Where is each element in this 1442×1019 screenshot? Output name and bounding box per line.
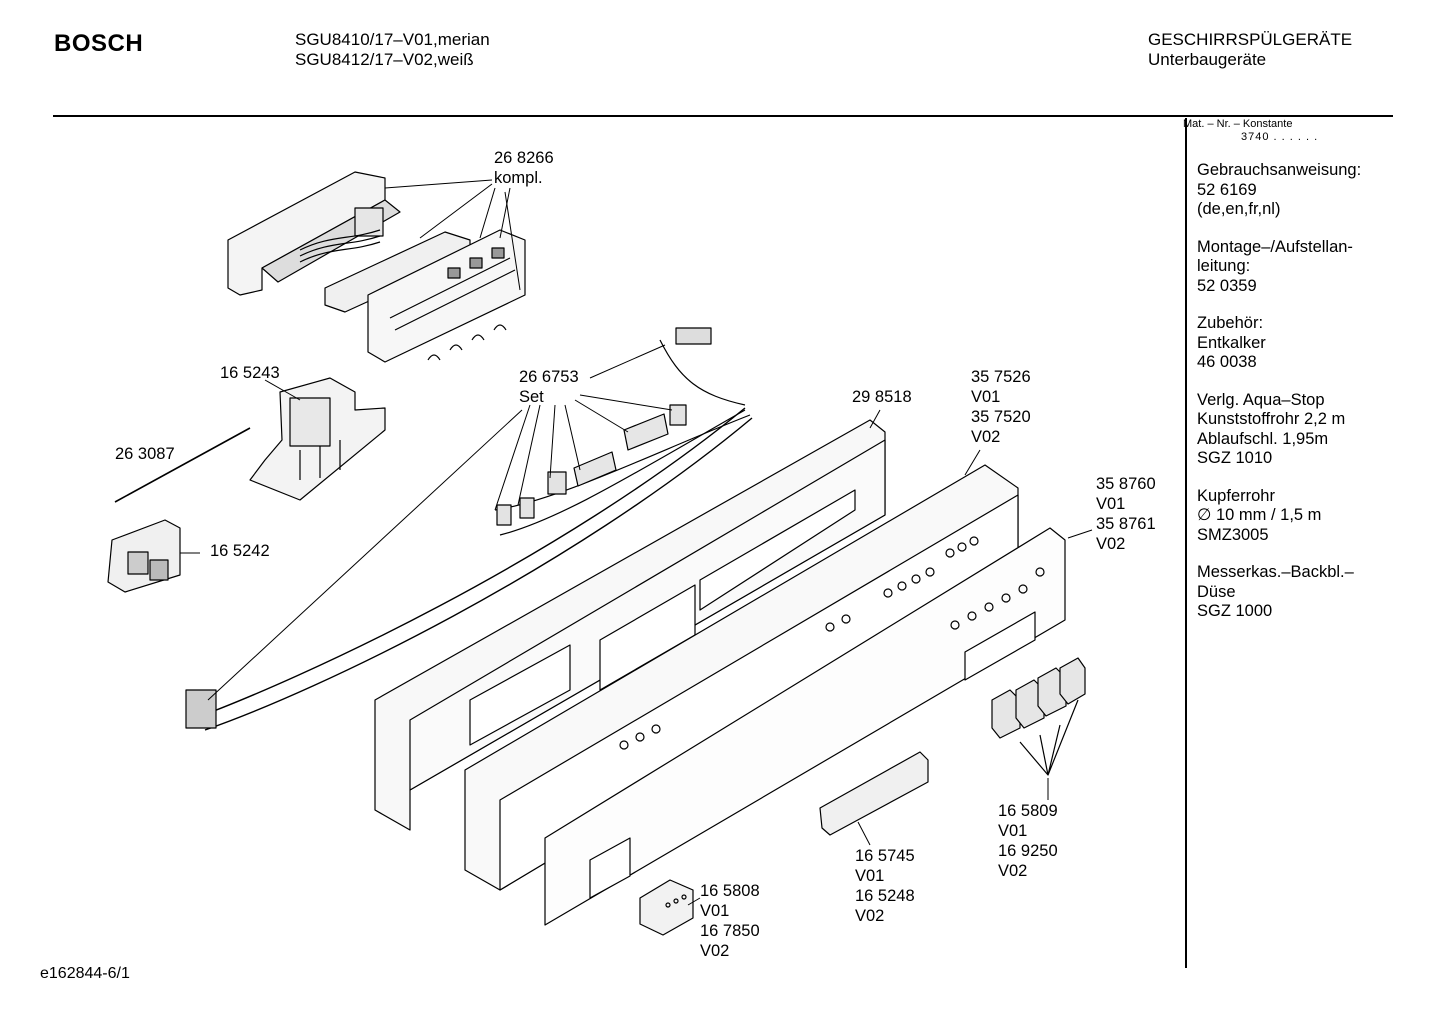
sidebar-block-copper: Kupferrohr ∅ 10 mm / 1,5 m SMZ3005	[1197, 487, 1392, 546]
part-number: 16 5242	[210, 542, 270, 560]
part-label-165809: 16 5809 V01 16 9250 V02	[998, 801, 1058, 881]
part-variant: V01	[971, 388, 1001, 406]
part-label-165242: 16 5242	[210, 541, 270, 561]
part-number: 16 5243	[220, 364, 280, 382]
sidebar-block-manual: Gebrauchsanweisung: 52 6169 (de,en,fr,nl…	[1197, 161, 1392, 220]
part-number: 16 5248	[855, 887, 915, 905]
model-line: SGU8410/17–V01,merian	[295, 30, 490, 49]
sidebar: Mat. – Nr. – Konstante 3740 . . . . . . …	[1183, 118, 1392, 640]
part-label-298518: 29 8518	[852, 387, 912, 407]
sidebar-line: (de,en,fr,nl)	[1197, 200, 1281, 218]
strip-drawing	[819, 751, 929, 836]
brand-logo: BOSCH	[54, 30, 144, 57]
sidebar-line: 46 0038	[1197, 353, 1257, 371]
sidebar-line: ∅ 10 mm / 1,5 m	[1197, 506, 1322, 524]
sidebar-line: Düse	[1197, 582, 1236, 601]
sidebar-line: Messerkas.–Backbl.–	[1197, 563, 1354, 581]
part-number: 35 8761	[1096, 515, 1156, 533]
sidebar-line: Verlg. Aqua–Stop	[1197, 390, 1325, 409]
part-number: 16 7850	[700, 922, 760, 940]
part-label-263087: 26 3087	[115, 444, 175, 464]
part-number: 26 3087	[115, 445, 175, 463]
sidebar-line: Montage–/Aufstellan-	[1197, 237, 1353, 256]
part-note: Set	[519, 388, 544, 406]
sidebar-line: SGZ 1000	[1197, 602, 1273, 620]
part-number: 16 5745	[855, 847, 915, 865]
part-variant: V01	[998, 822, 1028, 840]
cable-harness-drawing	[185, 327, 753, 731]
buttons-drawing	[991, 657, 1086, 776]
sidebar-block-accessory: Zubehör: Entkalker 46 0038	[1197, 314, 1392, 373]
part-label-358760: 35 8760 V01 35 8761 V02	[1096, 474, 1156, 554]
sidebar-block-aquastop: Verlg. Aqua–Stop Kunststoffrohr 2,2 m Ab…	[1197, 391, 1392, 469]
part-number: 29 8518	[852, 388, 912, 406]
frame-drawing	[374, 419, 886, 831]
part-label-268266: 26 8266 kompl.	[494, 148, 554, 188]
part-variant: V02	[700, 942, 730, 960]
part-variant: V02	[998, 862, 1028, 880]
part-label-357526: 35 7526 V01 35 7520 V02	[971, 367, 1031, 447]
sidebar-line: Kupferrohr	[1197, 486, 1275, 505]
wire-drawing	[114, 427, 251, 503]
sidebar-line: Gebrauchsanweisung:	[1197, 161, 1362, 179]
part-number: 26 8266	[494, 149, 554, 167]
front-panel-drawing	[544, 527, 1066, 926]
sidebar-line: Entkalker	[1197, 333, 1266, 352]
konstante-label: Mat. – Nr. – Konstante	[1183, 118, 1293, 130]
sidebar-line: 52 0359	[1197, 276, 1257, 295]
part-label-266753: 26 6753 Set	[519, 367, 579, 407]
header-divider	[53, 115, 1393, 117]
knob-drawing	[639, 879, 694, 936]
leader-lines	[180, 179, 1093, 906]
category-line: Unterbaugeräte	[1148, 50, 1267, 69]
part-number: 16 5808	[700, 882, 760, 900]
part-number: 35 7520	[971, 408, 1031, 426]
control-module-drawing	[227, 171, 526, 363]
part-number: 26 6753	[519, 368, 579, 386]
sidebar-line: SMZ3005	[1197, 525, 1269, 544]
part-variant: V02	[855, 907, 885, 925]
model-list: SGU8410/17–V01,merian SGU8412/17–V02,wei…	[295, 30, 490, 70]
part-number: 35 8760	[1096, 475, 1156, 493]
sidebar-line: 52 6169	[1197, 180, 1257, 199]
sidebar-block-installation: Montage–/Aufstellan- leitung: 52 0359	[1197, 238, 1392, 297]
category-title: GESCHIRRSPÜLGERÄTE Unterbaugeräte	[1148, 30, 1352, 70]
part-label-165243: 16 5243	[220, 363, 280, 383]
bracket-drawing	[249, 377, 386, 501]
part-variant: V01	[1096, 495, 1126, 513]
category-line: GESCHIRRSPÜLGERÄTE	[1148, 30, 1353, 49]
part-variant: V01	[700, 902, 730, 920]
sidebar-line: leitung:	[1197, 257, 1251, 275]
sidebar-divider	[1185, 118, 1187, 968]
part-variant: V02	[971, 428, 1001, 446]
sidebar-line: Ablaufschl. 1,95m	[1197, 429, 1329, 448]
sidebar-line: Zubehör:	[1197, 314, 1264, 332]
part-label-165808: 16 5808 V01 16 7850 V02	[700, 881, 760, 961]
konstante-value: 3740 . . . . . .	[1241, 131, 1319, 143]
part-number: 16 5809	[998, 802, 1058, 820]
model-line: SGU8412/17–V02,weiß	[295, 50, 474, 69]
part-variant: V02	[1096, 535, 1126, 553]
part-variant: V01	[855, 867, 885, 885]
document-code: e162844-6/1	[40, 965, 130, 982]
part-label-165745: 16 5745 V01 16 5248 V02	[855, 846, 915, 926]
sidebar-block-nozzle: Messerkas.–Backbl.– Düse SGZ 1000	[1197, 563, 1392, 622]
connector-block-drawing	[107, 519, 181, 593]
part-number: 35 7526	[971, 368, 1031, 386]
sidebar-line: SGZ 1010	[1197, 449, 1273, 467]
sidebar-line: Kunststoffrohr 2,2 m	[1197, 410, 1346, 428]
part-note: kompl.	[494, 169, 543, 187]
exploded-diagram	[107, 171, 1093, 936]
part-number: 16 9250	[998, 842, 1058, 860]
